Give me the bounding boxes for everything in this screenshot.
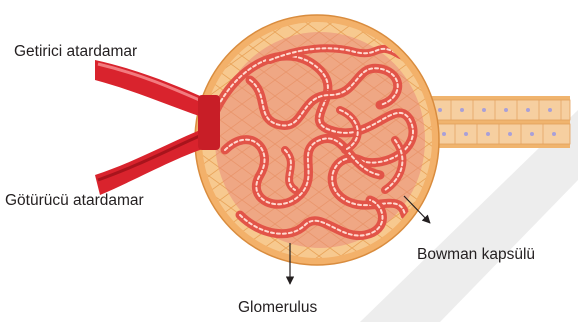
glomerulus-label: Glomerulus [238,300,317,316]
capillary-tuft [215,32,425,248]
tubule [420,96,570,148]
efferent-arteriole-label: Götürücü atardamar [5,193,144,209]
bowman-capsule-label: Bowman kapsülü [417,247,535,263]
afferent-arteriole-label: Getirici atardamar [14,44,137,60]
